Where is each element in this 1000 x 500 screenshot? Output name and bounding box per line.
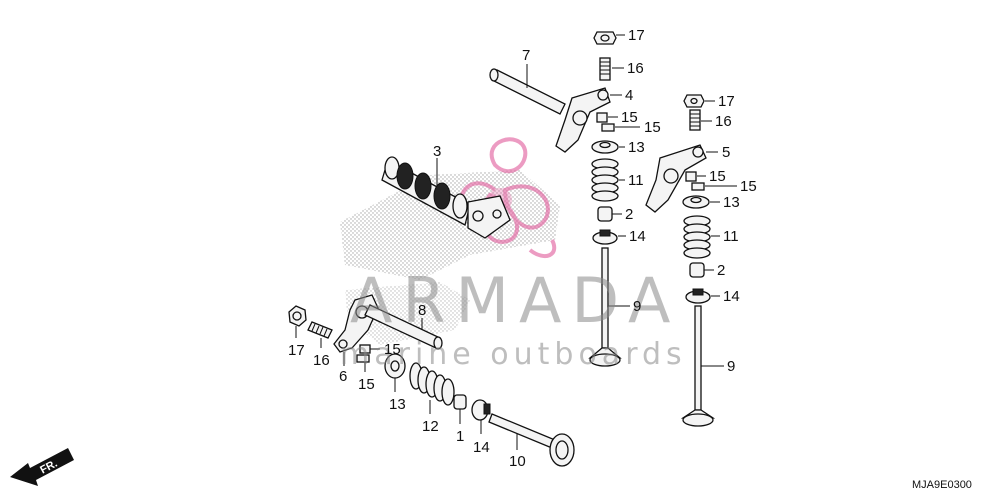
callout-14: 14: [473, 439, 490, 456]
adjuster-nut-lower: [288, 305, 307, 338]
callout-12: 12: [422, 418, 439, 435]
callout-11: 11: [723, 228, 739, 245]
stem-seal-upper: [597, 206, 622, 222]
valve-spring-lower: [409, 362, 455, 414]
callout-8: 8: [418, 302, 426, 319]
callout-13: 13: [723, 194, 740, 211]
adjuster-screw-upper: [599, 57, 624, 81]
callout-11: 11: [628, 172, 644, 189]
front-direction-arrow: FR.: [10, 448, 74, 486]
callout-2: 2: [717, 262, 725, 279]
cylinder-head-stipple-lower: [345, 282, 470, 345]
exhaust-valve-lower: [488, 413, 575, 467]
callout-14: 14: [723, 288, 740, 305]
diagram-code: MJA9E0300: [912, 479, 972, 491]
spring-retainer-lower: [384, 353, 406, 392]
callout-13: 13: [389, 396, 406, 413]
exhaust-valve-right: [680, 305, 724, 427]
callout-6: 6: [339, 368, 347, 385]
callout-17: 17: [288, 342, 305, 359]
callout-9: 9: [727, 358, 735, 375]
spring-retainer-right: [682, 195, 720, 209]
callout-15: 15: [709, 168, 726, 185]
callout-4: 4: [625, 87, 633, 104]
callout-9: 9: [633, 298, 641, 315]
callout-13: 13: [628, 139, 645, 156]
valve-spring-upper: [591, 158, 625, 202]
camshaft: [381, 156, 511, 239]
callout-7: 7: [522, 47, 530, 64]
callout-10: 10: [509, 453, 526, 470]
intake-valve: [588, 247, 630, 367]
watermark-brand: ARMADA: [350, 264, 680, 337]
spring-seat-lower: [471, 399, 491, 434]
adjuster-nut-right: [683, 94, 715, 108]
callout-15: 15: [384, 341, 401, 358]
valve-cotter-right: [685, 171, 737, 191]
adjuster-screw-right: [689, 109, 712, 131]
valve-cotter-upper: [596, 112, 640, 132]
adjuster-screw-lower: [307, 321, 333, 348]
callout-17: 17: [718, 93, 735, 110]
rocker-shaft-lower: [364, 304, 443, 350]
callout-16: 16: [627, 60, 644, 77]
adjuster-nut-upper: [593, 31, 625, 45]
callout-16: 16: [313, 352, 330, 369]
callout-17: 17: [628, 27, 645, 44]
rocker-shaft-upper: [489, 64, 566, 115]
callout-1: 1: [456, 428, 464, 445]
rocker-arm-4: [555, 87, 622, 153]
valve-cotter-lower: [356, 344, 380, 372]
stem-seal-lower: [453, 394, 467, 424]
spring-retainer-upper: [591, 140, 625, 154]
callout-15: 15: [740, 178, 757, 195]
watermark-tagline: marine outboards: [340, 337, 687, 372]
callout-15: 15: [644, 119, 661, 136]
rocker-arm-5: [645, 144, 718, 213]
callout-16: 16: [715, 113, 732, 130]
spring-seat-right: [685, 288, 720, 304]
valve-spring-right: [683, 215, 720, 259]
stem-seal-right: [689, 262, 714, 278]
callout-5: 5: [722, 144, 730, 161]
callout-15: 15: [358, 376, 375, 393]
spring-seat-upper: [592, 229, 626, 245]
callout-3: 3: [433, 143, 441, 160]
callout-15: 15: [621, 109, 638, 126]
callout-14: 14: [629, 228, 646, 245]
callout-2: 2: [625, 206, 633, 223]
